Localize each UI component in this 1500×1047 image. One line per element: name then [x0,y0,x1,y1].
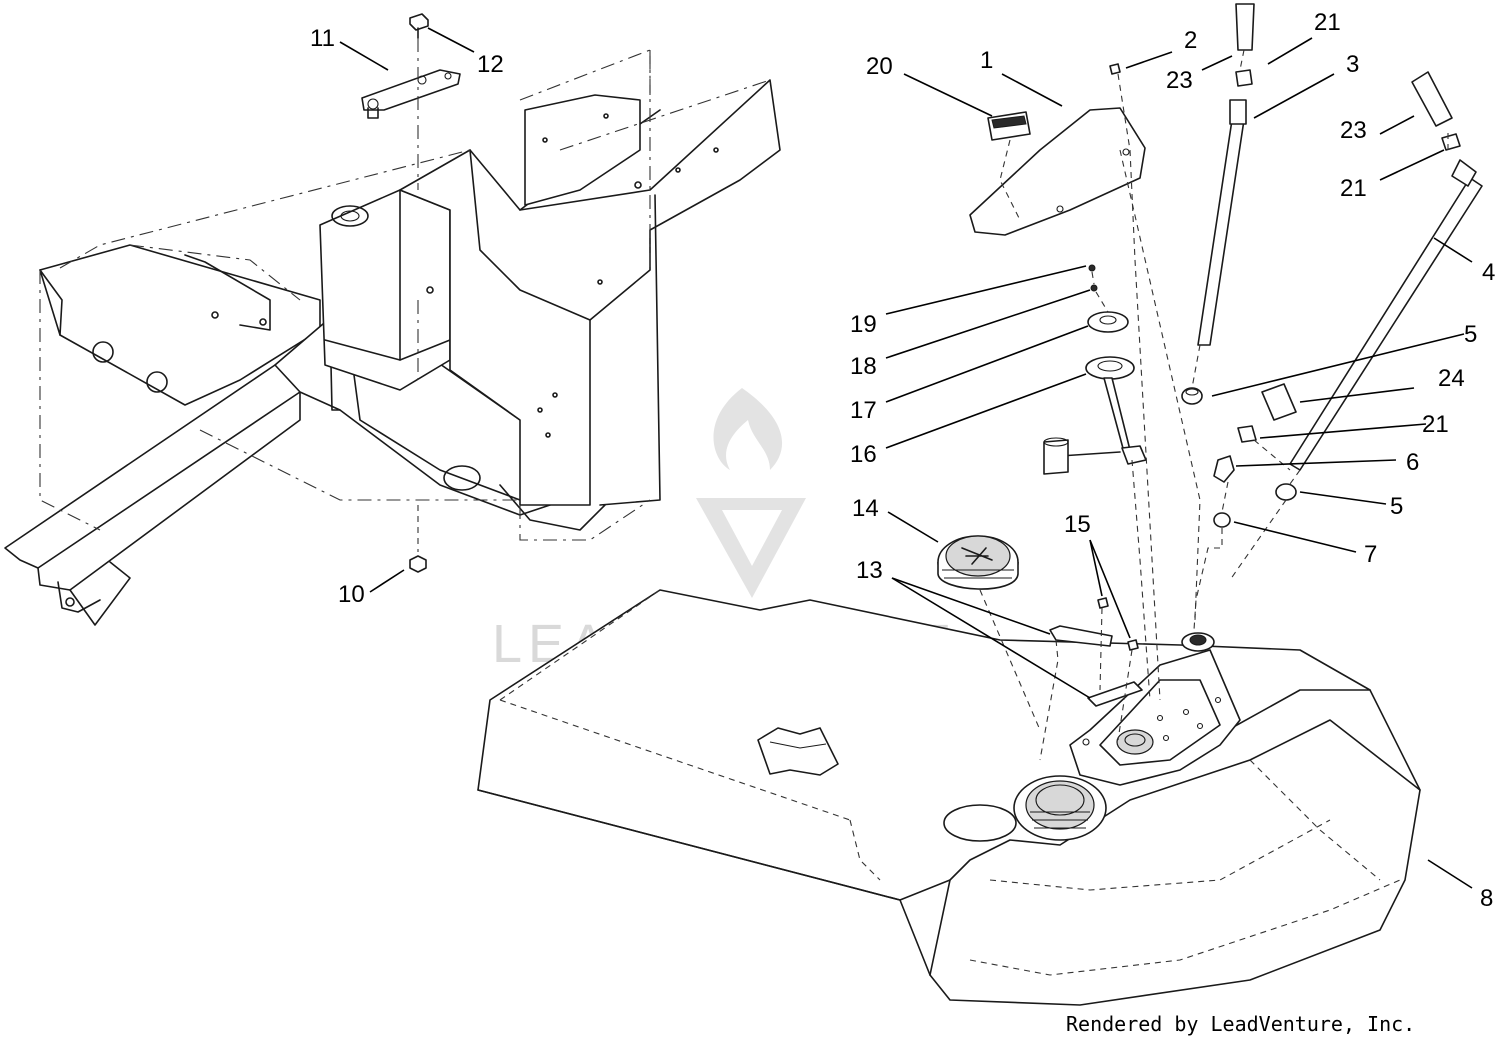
frame-assembly [4,49,781,626]
fitting-part-6 [1213,455,1235,483]
callout-13: 13 [856,557,883,584]
bolt-12 [409,13,429,31]
callout-6: 6 [1406,449,1419,476]
callout-labels: 11 12 10 20 1 2 23 21 3 23 21 4 5 24 21 … [310,9,1495,912]
grommet-part-5-lower [1275,483,1297,501]
callout-21a: 21 [1314,9,1341,36]
fuel-tank-assembly [477,589,1421,1006]
screw-part-15-a [1097,597,1109,609]
hose-part-23-top [1235,3,1255,51]
callout-15: 15 [1064,511,1091,538]
grommet-part-7 [1213,512,1231,528]
sleeve-part-24 [1261,383,1297,421]
callout-11: 11 [310,25,335,52]
callout-19: 19 [850,311,877,338]
screw-part-2 [1109,63,1121,75]
callout-8: 8 [1480,885,1493,912]
hose-part-4 [1289,177,1483,471]
callout-3: 3 [1346,51,1359,78]
gasket-part-16 [1085,356,1135,380]
nut-10 [409,555,427,573]
callout-1: 1 [980,47,993,74]
fuel-tank-8 [477,589,1421,1006]
callout-20: 20 [866,53,893,80]
shield-part-1 [969,107,1146,236]
watermark-flame-icon [713,388,783,470]
callout-16: 16 [850,441,877,468]
callout-12: 12 [477,51,504,78]
callout-24: 24 [1438,365,1465,392]
render-credit: Rendered by LeadVenture, Inc. [1066,1012,1416,1036]
callout-7: 7 [1364,541,1377,568]
callout-21b: 21 [1340,175,1367,202]
hose-part-3 [1197,119,1245,346]
callout-5a: 5 [1464,321,1477,348]
hose-part-23-right [1411,71,1453,127]
callout-14: 14 [852,495,879,522]
float-icon [1043,439,1069,475]
grommet-part-5-upper [1181,387,1203,405]
callout-17: 17 [850,397,877,424]
sender-cap-part-17 [1087,311,1129,333]
strap-part-13-upper [1049,625,1113,647]
callout-10: 10 [338,581,365,608]
strap-part-13-lower [1087,681,1143,707]
callout-4: 4 [1482,259,1495,286]
watermark-v-icon [696,498,806,598]
callout-18: 18 [850,353,877,380]
bracket-11 [361,69,461,111]
leader-lines [339,27,1473,889]
callout-23b: 23 [1340,117,1367,144]
screw-part-15-b [1127,639,1139,651]
callout-2: 2 [1184,27,1197,54]
callout-5b: 5 [1390,493,1403,520]
callout-21c: 21 [1422,411,1449,438]
clamp-part-21-mid [1237,425,1257,443]
callout-23a: 23 [1166,67,1193,94]
screw-part-19 [1088,264,1096,272]
washer-part-18 [1090,284,1098,292]
bracket-bolt-group [361,13,461,573]
fuel-cap-part-14 [937,535,1019,590]
